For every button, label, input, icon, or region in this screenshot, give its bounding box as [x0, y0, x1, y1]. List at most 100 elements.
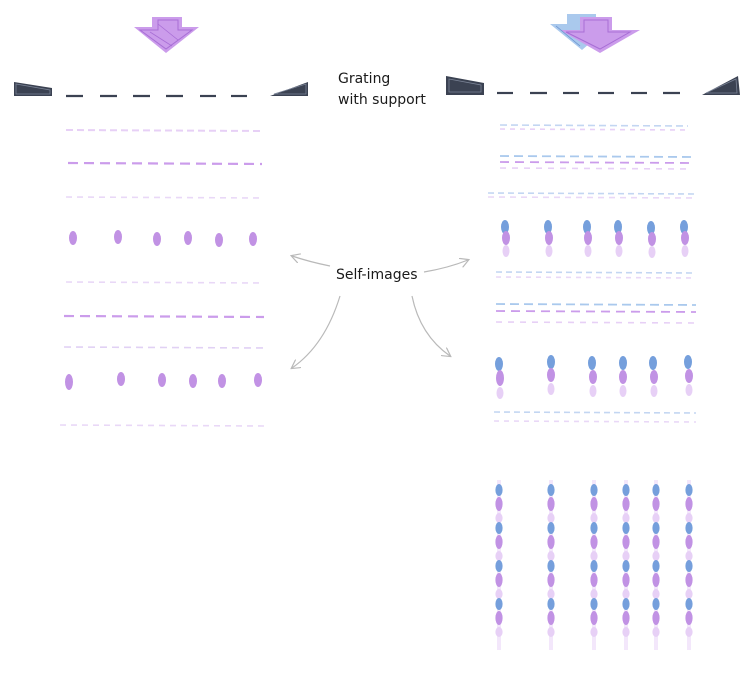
self-image-spot	[495, 522, 503, 534]
self-image-spot	[652, 573, 660, 587]
diffraction-pattern	[59, 129, 267, 427]
self-image-spot	[590, 598, 598, 610]
curved-arrow-icon	[292, 295, 341, 368]
self-image-spot	[652, 522, 660, 534]
self-image-row	[65, 372, 262, 390]
self-image-spot	[622, 513, 630, 523]
self-image-spot	[495, 551, 503, 561]
self-image-spot	[495, 598, 503, 610]
self-image-pair	[647, 221, 656, 258]
self-image-spot	[590, 513, 598, 523]
self-image-spot	[495, 560, 503, 572]
support-block-icon	[270, 82, 308, 96]
down-arrow-icon	[134, 17, 199, 53]
self-image-spot	[622, 497, 630, 511]
self-image-pair	[544, 220, 553, 257]
self-image-spot	[547, 551, 555, 561]
self-image-spot	[622, 611, 630, 625]
self-image-spot	[495, 484, 503, 496]
self-image-spot	[547, 484, 555, 496]
self-image-spot	[685, 551, 693, 561]
self-image-spot	[590, 551, 598, 561]
self-image-spot	[685, 627, 693, 637]
curved-arrow-icon	[423, 260, 468, 273]
self-image-row	[501, 220, 689, 258]
diffraction-pattern	[487, 124, 697, 423]
self-image-spot	[590, 573, 598, 587]
self-image-spot	[495, 627, 503, 637]
self-image-spot	[547, 611, 555, 625]
self-image-spot	[685, 497, 693, 511]
self-image-spot	[685, 611, 693, 625]
self-image-spot	[652, 589, 660, 599]
self-image-spot	[495, 573, 503, 587]
self-image-spot	[652, 611, 660, 625]
self-image-row	[495, 355, 693, 399]
self-image-spot	[652, 497, 660, 511]
self-image-spot	[622, 560, 630, 572]
support-block-icon	[446, 76, 484, 95]
self-image-spot	[622, 598, 630, 610]
curved-arrow-icon	[292, 256, 331, 267]
left-panel	[14, 17, 308, 427]
self-image-spot	[622, 573, 630, 587]
self-image-spot	[622, 589, 630, 599]
support-block-icon	[14, 82, 52, 96]
self-image-spot	[495, 535, 503, 549]
self-image-pair	[619, 356, 627, 397]
self-image-spot	[685, 598, 693, 610]
self-image-spot	[685, 513, 693, 523]
self-image-spot	[547, 535, 555, 549]
self-image-spot	[590, 535, 598, 549]
grating-label-line1: Grating	[338, 71, 391, 87]
self-image-spot	[547, 573, 555, 587]
self-image-pair	[583, 220, 592, 257]
self-image-spot	[590, 497, 598, 511]
self-image-spot	[547, 589, 555, 599]
self-image-pair	[547, 355, 555, 395]
right-panel	[446, 14, 740, 650]
self-image-spot	[547, 627, 555, 637]
self-images-label: Self-images	[336, 267, 418, 283]
self-image-spot	[547, 513, 555, 523]
self-image-spot	[652, 535, 660, 549]
self-image-spot	[495, 497, 503, 511]
self-image-pair	[501, 220, 510, 257]
self-image-spot	[685, 573, 693, 587]
grating-label-line2: with support	[338, 92, 426, 108]
self-image-spot	[590, 560, 598, 572]
self-image-spot	[547, 522, 555, 534]
self-image-pair	[649, 356, 658, 397]
self-image-spot	[652, 513, 660, 523]
self-image-row	[69, 230, 257, 247]
self-image-spot	[652, 560, 660, 572]
self-image-spot	[495, 589, 503, 599]
self-image-spot	[622, 484, 630, 496]
self-image-spot	[547, 497, 555, 511]
self-image-spot	[685, 560, 693, 572]
support-block-icon	[702, 76, 740, 95]
self-image-pair	[680, 220, 689, 257]
self-image-spot	[622, 551, 630, 561]
self-image-spot	[495, 611, 503, 625]
self-image-spot	[685, 522, 693, 534]
self-image-spot	[685, 589, 693, 599]
grating-label: Grating with support	[338, 69, 426, 111]
self-image-spot	[652, 551, 660, 561]
self-image-pair	[588, 356, 597, 397]
pointer-arrows	[292, 256, 468, 368]
self-image-spot	[652, 598, 660, 610]
self-image-spot	[590, 522, 598, 534]
self-image-spot	[685, 484, 693, 496]
self-image-pair	[495, 357, 504, 399]
self-image-spot	[622, 627, 630, 637]
curved-arrow-icon	[411, 295, 450, 356]
self-image-spot	[652, 484, 660, 496]
self-image-spot	[547, 598, 555, 610]
self-image-spot	[547, 560, 555, 572]
self-image-spot	[590, 589, 598, 599]
self-image-pair	[614, 220, 623, 257]
self-image-spot	[685, 535, 693, 549]
